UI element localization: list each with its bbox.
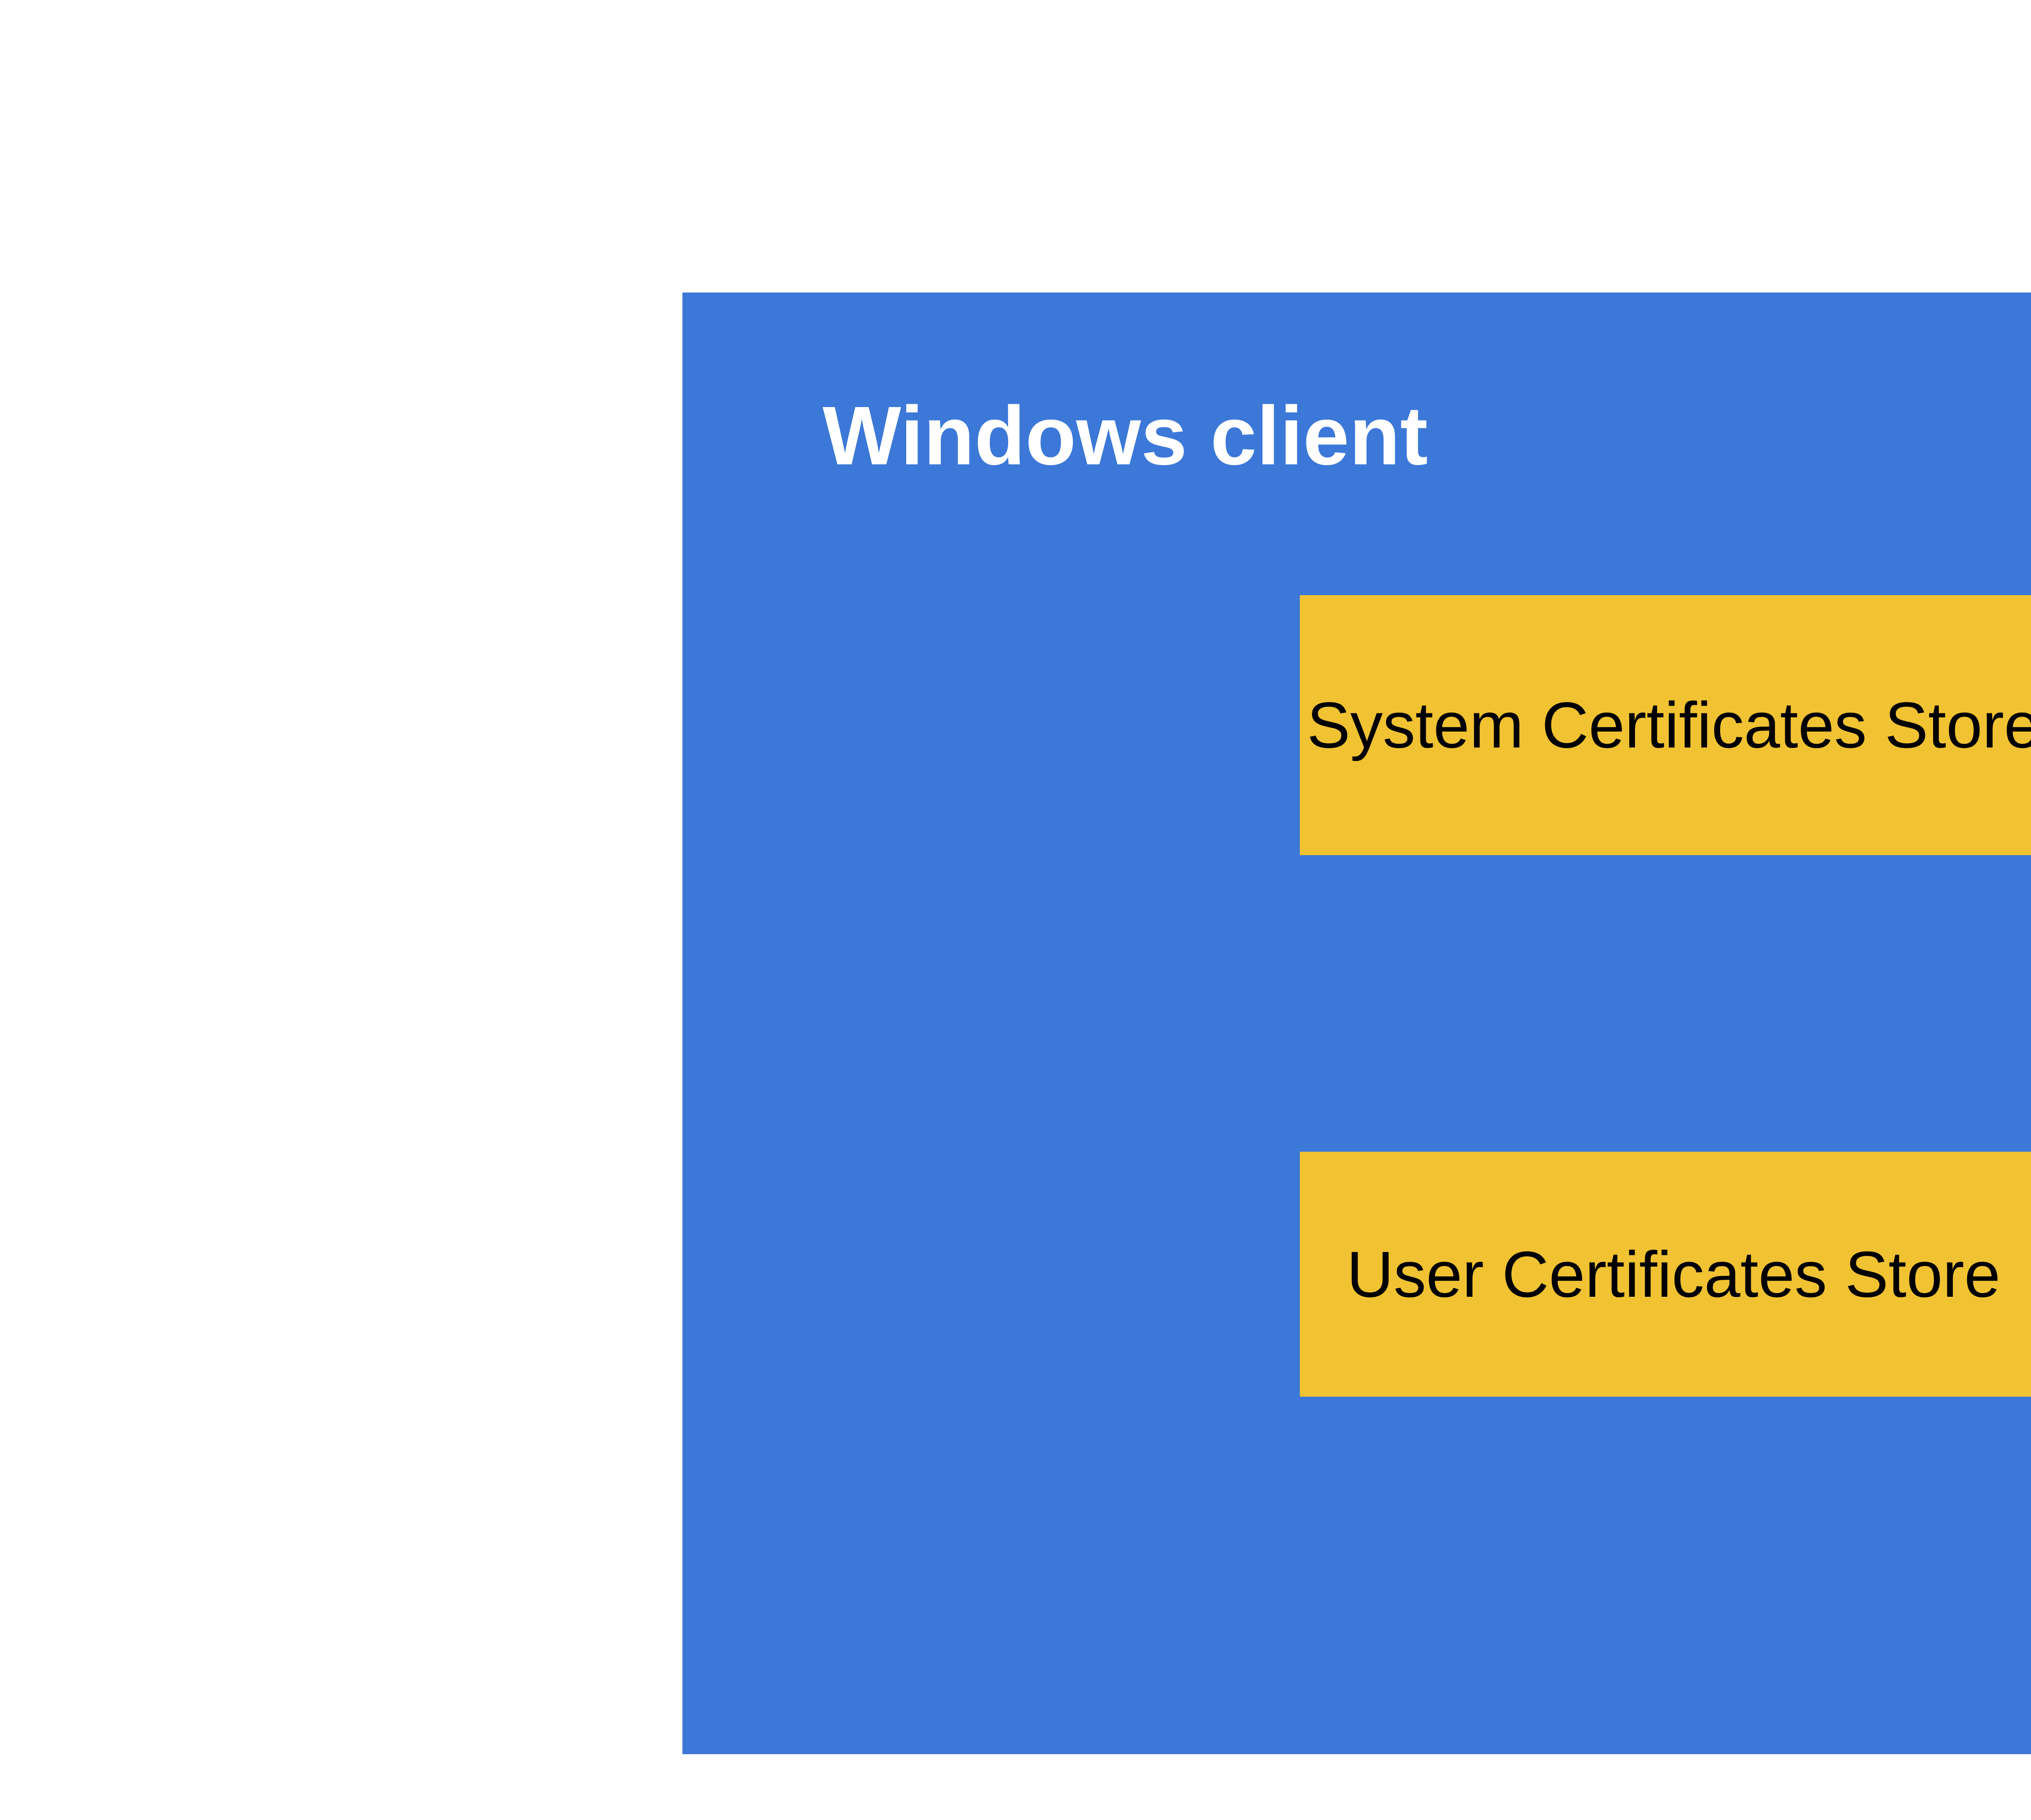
windows-client-container (682, 292, 2031, 1754)
windows-client-title: Windows client (823, 389, 1428, 482)
node-system-certificates-store[interactable]: System Certificates Store (1300, 595, 2031, 855)
node-user-certificates-store-label: User Certificates Store (1347, 1237, 2001, 1311)
node-user-certificates-store[interactable]: User Certificates Store (1300, 1152, 2031, 1397)
node-system-certificates-store-label: System Certificates Store (1307, 689, 2031, 761)
